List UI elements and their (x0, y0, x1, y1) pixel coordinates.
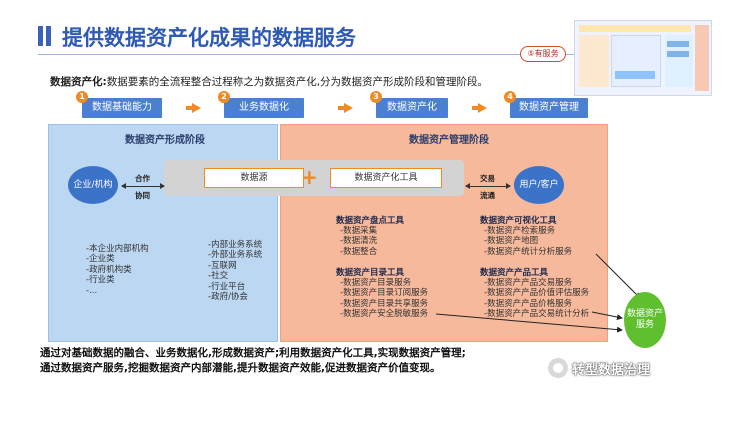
plus-icon: + (301, 165, 318, 189)
step-number-4: 4 (504, 91, 516, 103)
asset-tool-box: 数据资产化工具 (330, 168, 442, 188)
list-item: -数据资产地图 (484, 236, 539, 247)
connector-catalog-to-service (435, 313, 623, 333)
list-item: -数据整合 (340, 246, 378, 257)
list-item: -数据资产产品价值评估服务 (484, 288, 590, 299)
step-2: 2 业务数据化 (218, 91, 304, 118)
intro-text: 数据要素的全流程整合过程称之为数据资产化,分为数据资产形成阶段和管理阶段。 (106, 76, 489, 88)
connector-product-to-service (591, 311, 623, 320)
step-3: 3 数据资产化 (370, 91, 448, 118)
step-label-1: 数据基础能力 (92, 102, 152, 113)
title-bar-icon (38, 26, 54, 46)
list-item: -数据资产目录订阅服务 (340, 288, 429, 299)
link-label-trade: 交易 (480, 174, 495, 183)
list-item: -本企业内部机构 (86, 244, 149, 254)
connector-visual-to-service (595, 253, 641, 299)
group-title-product: 数据资产产品工具 (480, 268, 549, 278)
catalog-tool-list: -数据资产目录服务 -数据资产目录订阅服务 -数据资产目录共享服务 -数据资产安… (340, 278, 428, 320)
step-number-2: 2 (218, 91, 230, 103)
step-1: 1 数据基础能力 (76, 91, 162, 118)
watermark-text: 转型数据治理 (572, 362, 651, 378)
step-number-1: 1 (76, 91, 88, 103)
source-system-list: -内部业务系统 -外部业务系统 -互联网 -社交 -行业平台 -政府/协会 (208, 240, 262, 302)
list-item: -数据资产产品价格服务 (484, 298, 573, 309)
management-stage-title: 数据资产管理阶段 (409, 135, 489, 146)
page-title: 提供数据资产化成果的数据服务 (62, 26, 356, 50)
link-label-circulate: 流通 (480, 191, 495, 200)
inventory-tool-list: -数据采集 -数据清洗 -数据整合 (340, 226, 377, 257)
step-label-2: 业务数据化 (239, 102, 289, 113)
title-divider (38, 54, 578, 55)
step-number-3: 3 (370, 91, 382, 103)
list-item: -行业平台 (208, 281, 246, 292)
process-steps: 1 数据基础能力 2 业务数据化 3 数据资产化 4 数据资产管理 (70, 91, 590, 120)
intro-paragraph: 数据资产化:数据要素的全流程整合过程称之为数据资产化,分为数据资产形成阶段和管理… (50, 76, 560, 89)
user-node: 用户/客户 (514, 166, 564, 204)
list-item: -互联网 (208, 260, 237, 271)
visualization-tool-list: -数据资产检索服务 -数据资产地图 -数据资产统计分析服务 (484, 226, 572, 257)
list-item: -内部业务系统 (208, 240, 263, 250)
step-4: 4 数据资产管理 (504, 91, 588, 118)
list-item: -数据采集 (340, 226, 378, 236)
arrow-right-icon (472, 103, 487, 113)
product-tool-list: -数据资产产品交易服务 -数据资产产品价值评估服务 -数据资产产品价格服务 -数… (484, 278, 589, 320)
list-item: -数据清洗 (340, 236, 378, 247)
link-label-collaborate: 协同 (135, 191, 150, 200)
list-item: -政府/协会 (208, 292, 248, 303)
list-item: -数据资产统计分析服务 (484, 246, 573, 257)
list-item: -数据资产目录服务 (340, 278, 412, 288)
source-org-list: -本企业内部机构 -企业类 -政府机构类 -行业类 -... (86, 244, 149, 296)
intro-label: 数据资产化: (50, 76, 107, 88)
summary-line-1: 通过对基础数据的融合、业务数据化,形成数据资产;利用数据资产化工具,实现数据资产… (40, 347, 466, 359)
list-item: -... (86, 285, 98, 296)
summary-line-2: 通过数据资产服务,挖掘数据资产内部潜能,提升数据资产效能,促进数据资产价值变现。 (40, 362, 441, 374)
group-title-catalog: 数据资产目录工具 (336, 268, 405, 278)
section-tag: ⑤有服务 (520, 46, 566, 62)
wechat-logo-icon (548, 358, 568, 378)
list-item: -社交 (208, 271, 229, 282)
formation-stage-title: 数据资产形成阶段 (125, 135, 205, 146)
list-item: -外部业务系统 (208, 250, 263, 261)
arrow-right-icon (338, 103, 353, 113)
list-item: -企业类 (86, 254, 115, 265)
list-item: -行业类 (86, 275, 115, 286)
bidirectional-arrow-icon (465, 183, 511, 189)
link-label-cooperate: 合作 (135, 174, 150, 183)
list-item: -数据资产目录共享服务 (340, 298, 429, 309)
step-label-4: 数据资产管理 (519, 102, 579, 113)
step-label-3: 数据资产化 (387, 102, 437, 113)
list-item: -数据资产产品交易服务 (484, 278, 573, 288)
summary-text: 通过对基础数据的融合、业务数据化,形成数据资产;利用数据资产化工具,实现数据资产… (40, 346, 640, 376)
data-source-box: 数据源 (204, 168, 304, 188)
watermark: 转型数据治理 (548, 358, 650, 378)
arrow-right-icon (186, 103, 201, 113)
enterprise-node: 企业/机构 (68, 166, 118, 204)
list-item: -数据资产安全脱敏服务 (340, 309, 429, 320)
asset-service-node: 数据资产服务 (624, 292, 666, 348)
group-title-visualization: 数据资产可视化工具 (480, 216, 557, 226)
group-title-inventory: 数据资产盘点工具 (336, 216, 405, 226)
list-item: -政府机构类 (86, 264, 132, 275)
list-item: -数据资产检索服务 (484, 226, 556, 236)
overview-thumbnail (574, 20, 712, 96)
bidirectional-arrow-icon (121, 183, 165, 189)
list-item: -数据资产产品交易统计分析 (484, 309, 590, 320)
